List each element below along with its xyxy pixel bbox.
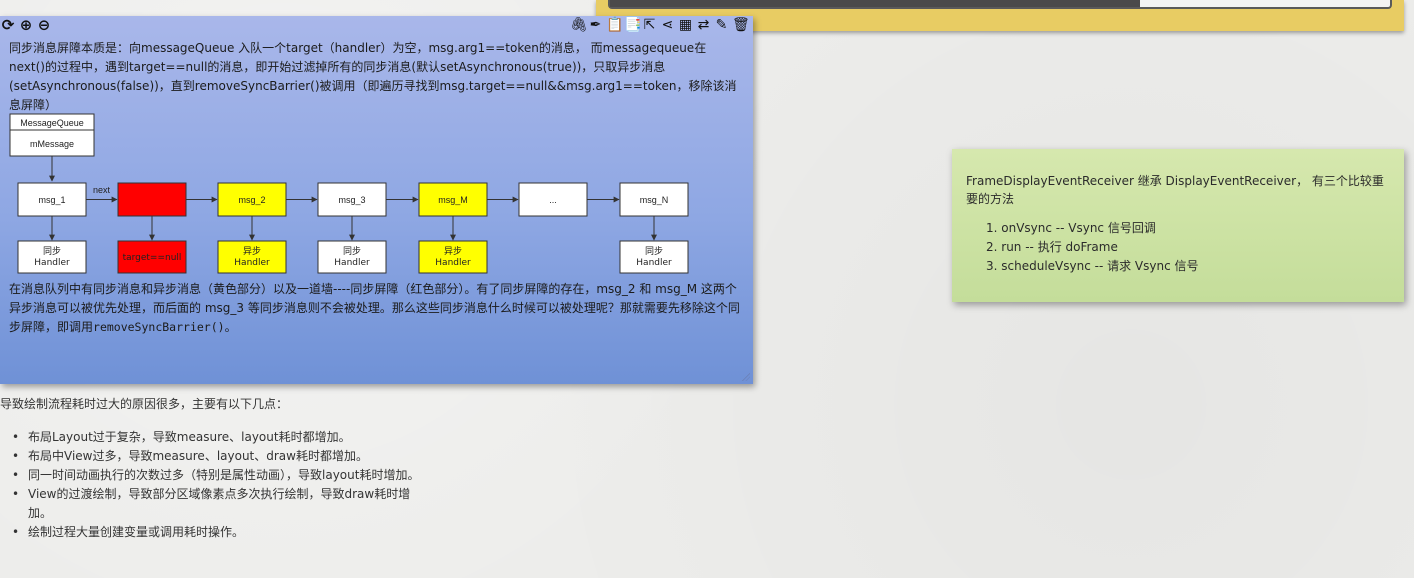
section-lead: 导致绘制流程耗时过大的原因很多，主要有以下几点： xyxy=(0,397,289,411)
causes-list: 布局Layout过于复杂，导致measure、layout耗时都增加。 布局中V… xyxy=(0,428,430,542)
paragraph-2-text: 在消息队列中有同步消息和异步消息（黄色部分）以及一道墙----同步屏障（红色部分… xyxy=(9,282,740,334)
queue-field: mMessage xyxy=(30,139,74,149)
handler-label: 同步 xyxy=(645,246,663,257)
progress-fill xyxy=(610,0,1141,7)
message-node-label: msg_2 xyxy=(238,195,265,205)
green-sticky-note[interactable]: FrameDisplayEventReceiver 继承 DisplayEven… xyxy=(952,149,1404,302)
list-item: 同一时间动画执行的次数过多（特别是属性动画），导致layout耗时增加。 xyxy=(12,466,420,485)
blue-sticky-note[interactable]: 🖇 ✒ 📋 📑 ⇱ ⋖ ▦ ⇄ ✎ 🗑 同步消息屏障本质是：向messageQu… xyxy=(0,16,753,384)
progress-track xyxy=(608,0,1392,9)
note-paragraph-1: 同步消息屏障本质是：向messageQueue 入队一个target（handl… xyxy=(9,41,737,112)
green-note-intro: FrameDisplayEventReceiver 继承 DisplayEven… xyxy=(966,174,1384,206)
handler-label: 同步 xyxy=(343,246,361,257)
handler-box xyxy=(117,240,187,274)
zoom-out-icon[interactable]: ⊖ xyxy=(37,16,51,34)
message-node-label: msg_1 xyxy=(38,195,65,205)
message-node xyxy=(418,182,488,217)
message-node xyxy=(117,182,187,217)
method-item: 1. onVsync -- Vsync 信号回调 xyxy=(986,221,1156,235)
drawing-causes-section: 导致绘制流程耗时过大的原因很多，主要有以下几点： 布局Layout过于复杂，导致… xyxy=(0,395,430,542)
attach-icon[interactable]: 🖇 xyxy=(570,17,588,33)
next-label: next xyxy=(93,185,111,195)
message-node xyxy=(17,182,87,217)
handler-label: target==null xyxy=(123,253,182,263)
copy-icon[interactable]: 📑 xyxy=(624,17,642,33)
method-item: 2. run -- 执行 doFrame xyxy=(986,240,1118,254)
zoom-controls: ⟳ ⊕ ⊖ xyxy=(0,16,52,36)
handler-label: 异步 xyxy=(243,246,261,257)
method-item: 3. scheduleVsync -- 请求 Vsync 信号 xyxy=(986,259,1199,273)
message-node-label: msg_3 xyxy=(338,195,365,205)
message-node-label: msg_N xyxy=(640,195,669,205)
message-node xyxy=(217,182,287,217)
handler-label: Handler xyxy=(334,258,370,268)
trash-icon[interactable]: 🗑 xyxy=(732,17,750,33)
message-node-label: ... xyxy=(549,195,557,205)
handler-label: 异步 xyxy=(444,246,462,257)
message-node-label: msg_M xyxy=(438,195,468,205)
queue-title: MessageQueue xyxy=(20,118,84,128)
handler-box xyxy=(418,240,488,274)
handler-label: Handler xyxy=(34,258,70,268)
zoom-in-icon[interactable]: ⊕ xyxy=(19,16,33,34)
note-toolbar: 🖇 ✒ 📋 📑 ⇱ ⋖ ▦ ⇄ ✎ 🗑 xyxy=(570,16,750,34)
list-item: 绘制过程大量创建变量或调用耗时操作。 xyxy=(12,523,420,542)
message-node xyxy=(518,182,588,217)
calendar-icon[interactable]: ▦ xyxy=(678,17,693,33)
handler-label: Handler xyxy=(234,258,270,268)
method-list: 1. onVsync -- Vsync 信号回调 2. run -- 执行 do… xyxy=(986,219,1199,276)
handler-box xyxy=(619,240,689,274)
external-link-icon[interactable]: ⇱ xyxy=(643,17,656,33)
paragraph-2-end: 。 xyxy=(224,320,237,334)
share-icon[interactable]: ⋖ xyxy=(661,17,674,33)
pen-icon[interactable]: ✒ xyxy=(589,17,602,33)
handler-box xyxy=(17,240,87,274)
refresh-icon[interactable]: ⟳ xyxy=(1,16,15,34)
swap-icon[interactable]: ⇄ xyxy=(697,17,710,33)
clipboard-icon[interactable]: 📋 xyxy=(606,17,624,33)
queue-box xyxy=(9,113,95,157)
list-item: View的过渡绘制，导致部分区域像素点多次执行绘制，导致draw耗时增加。 xyxy=(12,485,420,523)
handler-label: 同步 xyxy=(43,246,61,257)
handler-box xyxy=(217,240,287,274)
paragraph-2-code: removeSyncBarrier() xyxy=(93,320,225,334)
edit-icon[interactable]: ✎ xyxy=(715,17,728,33)
resize-handle[interactable] xyxy=(742,373,750,381)
note-paragraph-2: 在消息队列中有同步消息和异步消息（黄色部分）以及一道墙----同步屏障（红色部分… xyxy=(9,280,744,337)
handler-label: Handler xyxy=(636,258,672,268)
list-item: 布局Layout过于复杂，导致measure、layout耗时都增加。 xyxy=(12,428,420,447)
list-item: 布局中View过多，导致measure、layout、draw耗时都增加。 xyxy=(12,447,420,466)
handler-box xyxy=(317,240,387,274)
handler-label: Handler xyxy=(435,258,471,268)
